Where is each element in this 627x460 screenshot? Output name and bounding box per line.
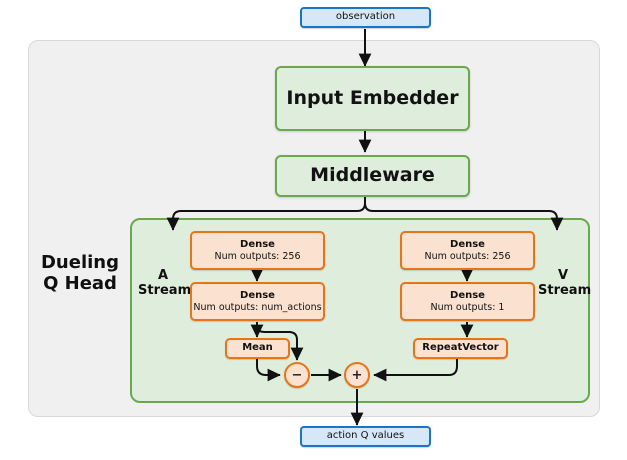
a-stream-label: A Stream (138, 268, 192, 299)
v-dense2-title: Dense (450, 289, 485, 301)
a-dense1-title: Dense (240, 238, 275, 250)
v-stream-line2: Stream (538, 283, 592, 299)
repeat-vector-label: RepeatVector (422, 342, 499, 354)
v-stream-label: V Stream (538, 268, 592, 299)
mean-box[interactable]: Mean (225, 338, 290, 359)
a-stream-line1: A (157, 268, 169, 283)
a-dense2-title: Dense (240, 289, 275, 301)
a-dense2-box[interactable]: Dense Num outputs: num_actions (190, 282, 325, 321)
v-dense1-sub: Num outputs: 256 (424, 250, 511, 262)
v-dense1-box[interactable]: Dense Num outputs: 256 (400, 231, 535, 270)
a-stream-line2: Stream (138, 283, 192, 299)
v-stream-line1: V (557, 268, 569, 283)
observation-label: observation (335, 11, 396, 23)
input-embedder-box[interactable]: Input Embedder (275, 66, 470, 131)
middleware-label: Middleware (310, 164, 435, 187)
v-dense1-title: Dense (450, 238, 485, 250)
repeat-vector-box[interactable]: RepeatVector (413, 338, 508, 359)
middleware-box[interactable]: Middleware (275, 155, 470, 197)
a-dense2-sub: Num outputs: num_actions (193, 301, 322, 313)
add-operator-icon: + (344, 362, 370, 388)
v-dense2-sub: Num outputs: 1 (430, 301, 505, 313)
a-dense1-box[interactable]: Dense Num outputs: 256 (190, 231, 325, 270)
subtract-symbol: − (291, 367, 303, 383)
add-symbol: + (351, 367, 363, 383)
subtract-operator-icon: − (284, 362, 310, 388)
action-q-values-box[interactable]: action Q values (300, 426, 431, 447)
action-q-values-label: action Q values (326, 430, 405, 442)
input-embedder-label: Input Embedder (286, 86, 459, 109)
v-dense2-box[interactable]: Dense Num outputs: 1 (400, 282, 535, 321)
mean-label: Mean (242, 342, 273, 354)
observation-box[interactable]: observation (300, 7, 431, 28)
a-dense1-sub: Num outputs: 256 (214, 250, 301, 262)
dueling-q-head-label: Dueling Q Head (40, 252, 119, 295)
